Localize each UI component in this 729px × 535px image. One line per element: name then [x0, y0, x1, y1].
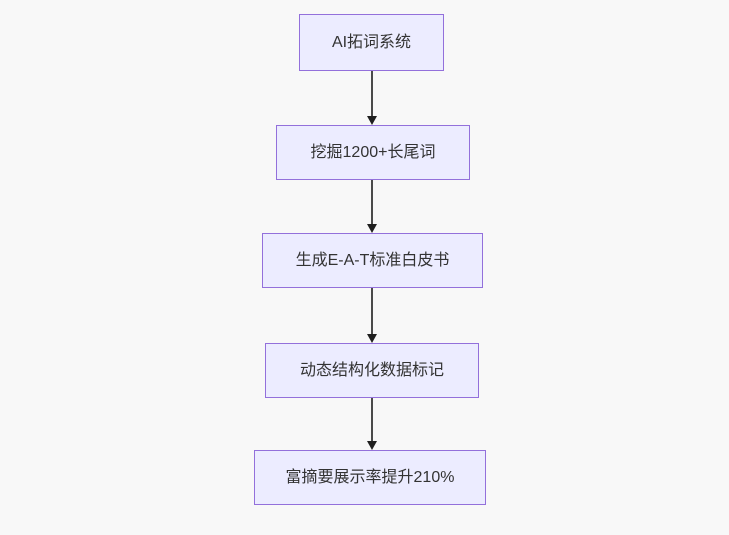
- arrow-line: [370, 180, 373, 224]
- flowchart-node-ai-word-expansion: AI拓词系统: [299, 14, 444, 71]
- flow-arrow-2: [366, 180, 377, 233]
- flowchart-node-structured-data-markup: 动态结构化数据标记: [265, 343, 479, 398]
- flowchart-node-eat-whitepaper: 生成E-A-T标准白皮书: [262, 233, 483, 288]
- arrow-line: [370, 71, 373, 116]
- arrow-line: [370, 398, 373, 441]
- arrowhead-down-icon: [366, 116, 377, 125]
- arrow-line: [370, 288, 373, 334]
- flow-arrow-1: [366, 71, 377, 125]
- arrowhead-down-icon: [366, 441, 377, 450]
- flow-arrow-3: [366, 288, 377, 343]
- arrowhead-down-icon: [366, 224, 377, 233]
- flowchart-node-rich-snippet-rate: 富摘要展示率提升210%: [254, 450, 486, 505]
- flow-arrow-4: [366, 398, 377, 450]
- flowchart-node-longtail-mining: 挖掘1200+长尾词: [276, 125, 470, 180]
- arrowhead-down-icon: [366, 334, 377, 343]
